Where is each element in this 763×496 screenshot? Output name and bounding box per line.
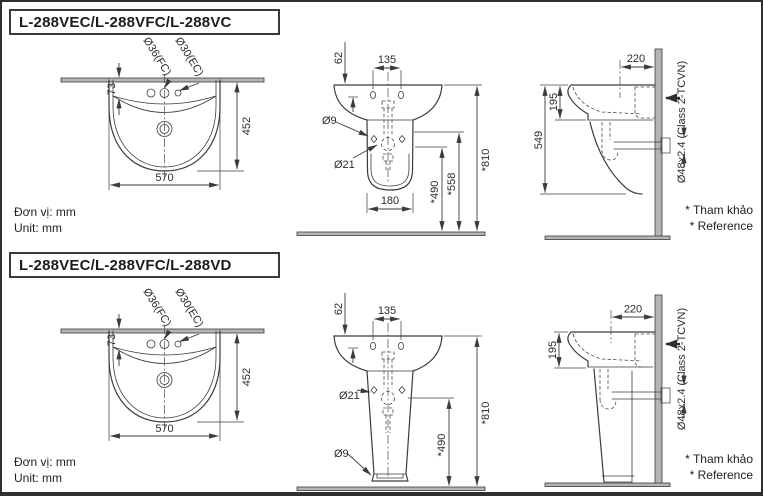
dim-rim-to-holes: 62 (333, 293, 358, 363)
unit-note-vi: Đơn vị: mm (14, 455, 76, 469)
dim-hole-spacing: 135 (372, 305, 402, 340)
dim-wall-to-center-label: 220 (624, 304, 642, 316)
faucet-right-label: Ø30(EC) (172, 35, 205, 78)
dim-shroud-width: 180 (366, 193, 414, 213)
dim-ledge-depth-label: 73 (106, 83, 118, 95)
dim-rim-to-holes-label: 62 (333, 52, 345, 64)
plan-view-2: 73 452 570 Ø36(FC) Ø30(EC) (60, 286, 265, 441)
callout-drain-pipe: Ø48x2.4 (Class 2-TCVN) (665, 308, 688, 430)
dim-hole-spacing-label: 135 (378, 54, 396, 66)
product-title: L-288VEC/L-288VFC/L-288VC (9, 9, 280, 35)
dim-ledge-depth-label: 73 (106, 334, 118, 346)
callout-overflow-hole: Ø21 (334, 144, 378, 171)
dim-height-rim: *810 (444, 84, 492, 232)
faucet-left-label: Ø36(FC) (140, 286, 173, 329)
basin-profile (567, 331, 656, 368)
unit-note-vi: Đơn vị: mm (14, 205, 76, 219)
dim-height-drain: *490 (415, 146, 447, 232)
dim-rim-depth-label: 195 (547, 341, 559, 359)
floor-line (544, 482, 671, 487)
fixing-hole-label: Ø9 (334, 448, 349, 460)
product-title-text: L-288VEC/L-288VFC/L-288VC (19, 13, 232, 31)
dim-basin-width: 570 (108, 110, 221, 190)
callout-fixing-hole: Ø9 (322, 115, 369, 137)
half-pedestal-shroud (366, 119, 414, 191)
callout-overflow-hole: Ø21 (339, 388, 371, 402)
plan-view-1: 73 452 570 Ø36(FC) Ø30(EC) (60, 35, 265, 190)
reference-note-en: * Reference (689, 219, 753, 233)
dim-height-fixing-label: *558 (446, 173, 458, 196)
dim-rim-to-holes-label: 62 (333, 303, 345, 315)
dim-height-rim-label: *810 (480, 402, 492, 425)
dim-basin-width: 570 (108, 361, 221, 441)
dim-wall-to-center-label: 220 (627, 53, 645, 65)
unit-note-en: Unit: mm (14, 221, 62, 235)
drain-assembly-hidden (381, 323, 395, 476)
dim-basin-depth-label: 452 (241, 117, 253, 135)
side-elevation-1: 220 195 549 Ø48x2.4 (Class 2-TCVN) (533, 48, 688, 240)
unit-note: Đơn vị: mm Unit: mm (14, 454, 76, 486)
dim-rim-to-holes: 62 (333, 42, 358, 112)
counter-surface (60, 77, 265, 83)
dim-rim-depth: 195 (547, 331, 586, 369)
drain-assembly-hidden (381, 72, 395, 182)
dim-height-drain-label: *490 (429, 181, 441, 204)
pedestal-profile (593, 368, 635, 483)
dim-overall-depth: 549 (533, 84, 626, 195)
trap-and-pipe (601, 122, 671, 161)
pedestal (366, 370, 414, 482)
dim-height-fixing: *558 (414, 131, 464, 232)
dim-height-drain: *490 (408, 397, 454, 487)
reference-note-vi: * Tham khảo (685, 203, 753, 217)
dim-basin-depth: 452 (197, 82, 253, 172)
dim-hole-spacing-label: 135 (378, 305, 396, 317)
dim-rim-depth-label: 195 (548, 93, 560, 111)
unit-note-en: Unit: mm (14, 471, 62, 485)
dim-height-drain-label: *490 (436, 434, 448, 457)
reference-note-en: * Reference (689, 468, 753, 482)
dim-hole-spacing: 135 (372, 54, 402, 89)
faucet-left-label: Ø36(FC) (140, 35, 173, 78)
dim-overall-depth-label: 549 (533, 131, 545, 149)
reference-note: * Tham khảo * Reference (685, 451, 753, 483)
dim-wall-to-center: 220 (610, 304, 655, 343)
faucet-right-label: Ø30(EC) (172, 286, 205, 329)
dim-ledge-depth: 73 (106, 63, 122, 115)
side-elevation-2: 220 195 Ø48x2.4 (Class 2-TCVN) (544, 294, 688, 487)
product-title-text: L-288VEC/L-288VFC/L-288VD (19, 256, 232, 274)
overflow-hole-label: Ø21 (339, 390, 360, 402)
drain-pipe-label: Ø48x2.4 (Class 2-TCVN) (676, 61, 688, 183)
dim-height-rim: *810 (444, 335, 492, 487)
dim-basin-width-label: 570 (155, 172, 173, 184)
dim-rim-depth: 195 (548, 84, 586, 121)
dim-shroud-width-label: 180 (381, 195, 399, 207)
front-elevation-2: 62 135 Ø21 Ø9 *490 (296, 293, 492, 491)
dim-basin-depth: 452 (197, 333, 253, 423)
front-elevation-1: 62 135 Ø9 Ø21 180 (296, 42, 492, 236)
drain-pipe-label: Ø48x2.4 (Class 2-TCVN) (676, 308, 688, 430)
product-title: L-288VEC/L-288VFC/L-288VD (9, 252, 280, 278)
floor-line (296, 486, 486, 491)
faucet-holes (146, 339, 182, 349)
overflow-hole-label: Ø21 (334, 159, 355, 171)
dim-basin-depth-label: 452 (241, 368, 253, 386)
faucet-holes (146, 88, 182, 98)
reference-note-vi: * Tham khảo (685, 452, 753, 466)
callout-fixing-hole: Ø9 (334, 448, 372, 476)
floor-line (296, 231, 486, 236)
fixing-hole-label: Ø9 (322, 115, 337, 127)
callout-drain-pipe: Ø48x2.4 (Class 2-TCVN) (665, 61, 688, 183)
basin-profile (567, 84, 656, 195)
counter-surface (60, 328, 265, 334)
floor-line (544, 235, 671, 240)
dim-basin-width-label: 570 (155, 423, 173, 435)
reference-note: * Tham khảo * Reference (685, 202, 753, 234)
unit-note: Đơn vị: mm Unit: mm (14, 204, 76, 236)
dim-ledge-depth: 73 (106, 314, 122, 366)
trap-and-pipe (599, 369, 671, 410)
dim-wall-to-center: 220 (619, 53, 655, 98)
dim-height-rim-label: *810 (480, 149, 492, 172)
